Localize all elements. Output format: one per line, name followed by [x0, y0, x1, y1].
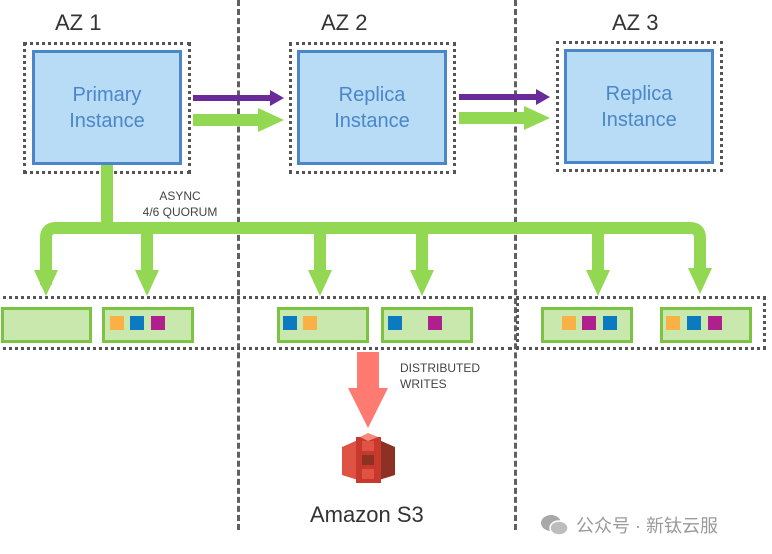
- az3-label: AZ 3: [612, 10, 659, 35]
- quorum-bus: [40, 222, 706, 285]
- az-separator-1: [237, 0, 240, 530]
- replica-instance-az3[interactable]: Replica Instance: [564, 49, 714, 164]
- data-block-blue: [603, 316, 617, 330]
- replica-instance-az2-label-line1: Replica: [338, 83, 406, 106]
- data-block-orange: [666, 316, 680, 330]
- storage-node-6: [660, 307, 752, 343]
- az1-label: AZ 1: [55, 10, 102, 35]
- data-block-magenta: [708, 316, 722, 330]
- watermark: 公众号 · 新钛云服: [540, 512, 718, 538]
- replica-instance-az3-label-line1: Replica: [605, 82, 673, 105]
- purple-arrow-az1-az2: [193, 90, 284, 106]
- az2-label: AZ 2: [321, 10, 368, 35]
- data-block-blue: [283, 316, 297, 330]
- amazon-s3-label: Amazon S3: [310, 502, 424, 527]
- quorum-label: 4/6 QUORUM: [142, 205, 218, 219]
- data-block-orange: [562, 316, 576, 330]
- distributed-writes-arrow: [348, 352, 388, 428]
- storage-node-2: [102, 307, 194, 343]
- quorum-drop-5: [688, 268, 712, 294]
- quorum-drop-4: [586, 232, 610, 296]
- amazon-s3-icon: [342, 433, 395, 483]
- writes-label: WRITES: [400, 377, 447, 391]
- quorum-drop-0: [34, 270, 58, 296]
- data-block-blue: [687, 316, 701, 330]
- az3-instance-container: [556, 41, 723, 172]
- primary-instance[interactable]: Primary Instance: [32, 50, 182, 165]
- primary-instance-label-line1: Primary: [72, 83, 142, 106]
- green-arrow-az1-az2: [193, 108, 284, 132]
- storage-node-1: [1, 307, 92, 343]
- distributed-writes-label: DISTRIBUTED WRITES: [400, 360, 480, 392]
- watermark-text: 公众号 · 新钛云服: [576, 516, 718, 536]
- data-block-magenta: [582, 316, 596, 330]
- data-block-blue: [130, 316, 144, 330]
- purple-arrow-az2-az3: [459, 89, 550, 105]
- data-block-blue: [388, 316, 402, 330]
- replica-instance-az3-label-line2: Instance: [601, 108, 677, 131]
- data-block-magenta: [428, 316, 442, 330]
- storage-node-4: [381, 307, 473, 343]
- storage-node-3: [277, 307, 369, 343]
- az-separator-2: [514, 0, 517, 530]
- az2-instance-container: [289, 42, 456, 174]
- distributed-label: DISTRIBUTED: [400, 361, 481, 375]
- replica-instance-az2-label-line2: Instance: [334, 109, 410, 132]
- storage-tier-container: [0, 296, 512, 350]
- wechat-icon: [541, 515, 569, 536]
- replica-instance-az2[interactable]: Replica Instance: [297, 50, 447, 165]
- data-block-orange: [303, 316, 317, 330]
- async-label: ASYNC: [159, 189, 201, 203]
- async-quorum-label: ASYNC 4/6 QUORUM: [130, 188, 230, 220]
- green-arrow-az2-az3: [459, 106, 550, 130]
- storage-tier-container-az3: [516, 296, 766, 350]
- quorum-drop-2: [308, 232, 332, 296]
- quorum-drop-3: [410, 232, 434, 296]
- data-block-orange: [110, 316, 124, 330]
- data-block-magenta: [151, 316, 165, 330]
- storage-node-5: [541, 307, 633, 343]
- quorum-trunk: [101, 165, 113, 230]
- quorum-drop-1: [135, 232, 159, 296]
- primary-instance-label-line2: Instance: [69, 109, 145, 132]
